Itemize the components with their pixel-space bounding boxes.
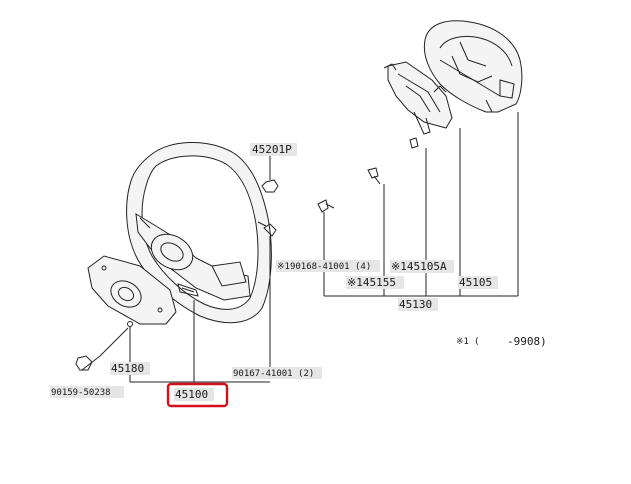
airbag-cover-part[interactable] — [423, 20, 523, 113]
label-45105[interactable]: 45105 — [458, 276, 498, 289]
screw-90168-part[interactable] — [317, 199, 335, 213]
label-90168[interactable]: ※190168-41001 (4) — [276, 260, 380, 272]
nut-90159-part[interactable] — [75, 355, 93, 371]
bracket-bolt-part[interactable] — [409, 137, 419, 149]
label-45105A[interactable]: ※145105A — [390, 260, 454, 273]
svg-text:90167-41001 (2): 90167-41001 (2) — [233, 369, 314, 379]
leader-lines — [81, 112, 519, 383]
svg-text:※145105A: ※145105A — [391, 260, 447, 273]
bolt-90167-part[interactable] — [257, 221, 277, 237]
cover-45180-part[interactable] — [87, 255, 177, 327]
svg-text:45201P: 45201P — [252, 143, 292, 156]
footnote-open-paren: ( — [474, 337, 479, 347]
highlight-45100 — [166, 382, 229, 408]
svg-text:※190168-41001 (4): ※190168-41001 (4) — [277, 262, 371, 272]
svg-text:※145155: ※145155 — [347, 276, 396, 289]
horn-bracket-part[interactable] — [383, 61, 453, 135]
label-45155[interactable]: ※145155 — [346, 276, 404, 289]
screw-45155-part[interactable] — [367, 167, 381, 185]
footnote-range-text: -9908) — [507, 335, 547, 348]
svg-text:90159-50238: 90159-50238 — [51, 388, 111, 398]
svg-text:45130: 45130 — [399, 298, 432, 311]
label-90167[interactable]: 90167-41001 (2) — [232, 367, 322, 379]
nut-45201P-part[interactable] — [261, 179, 279, 193]
label-45100[interactable]: 45100 — [166, 382, 229, 408]
svg-text:45180: 45180 — [111, 362, 144, 375]
svg-text:45105: 45105 — [459, 276, 492, 289]
label-45201P[interactable]: 45201P — [250, 143, 297, 156]
steering-wheel-part[interactable] — [126, 142, 272, 324]
label-45130[interactable]: 45130 — [398, 298, 438, 311]
label-90159[interactable]: 90159-50238 — [50, 386, 124, 398]
svg-text:45100: 45100 — [175, 388, 208, 401]
footnote-range: ※1 ( -9908) — [456, 335, 547, 348]
footnote-mark: ※1 — [456, 337, 469, 347]
label-45180[interactable]: 45180 — [110, 362, 150, 375]
